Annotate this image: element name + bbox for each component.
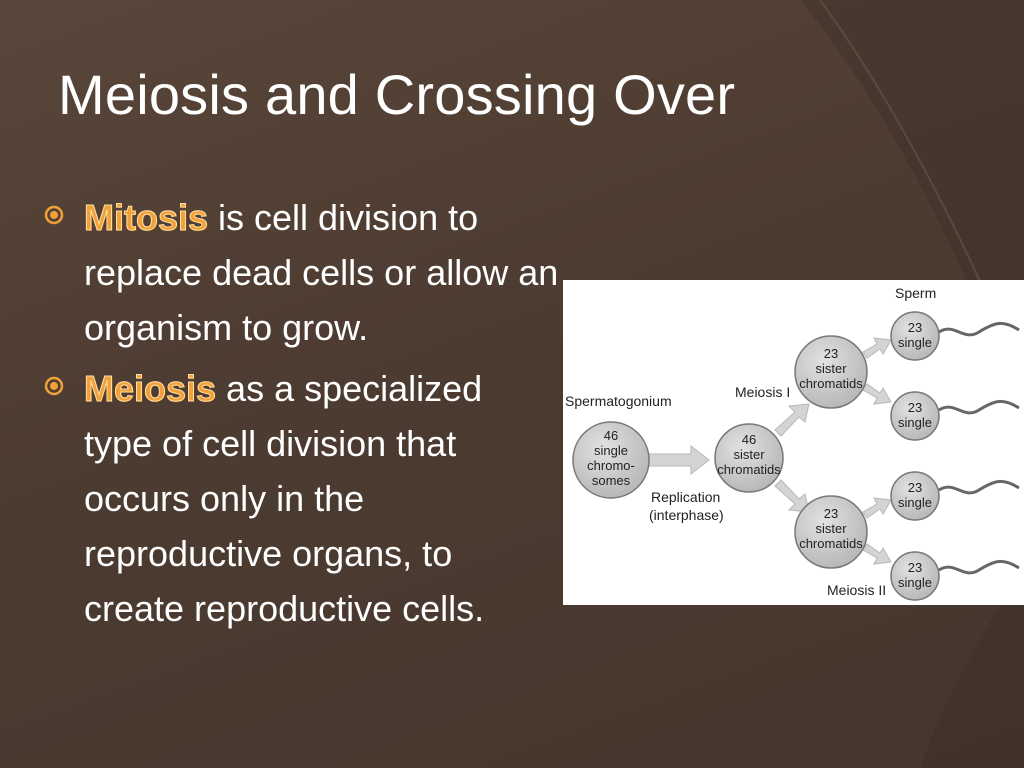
arrow-meiosis2-3	[862, 497, 892, 519]
bullet-mitosis: Mitosis is cell division to replace dead…	[40, 190, 560, 355]
cell-text: chromatids	[717, 462, 781, 477]
cell-text: 23	[908, 480, 922, 495]
arrow-meiosis2-2	[862, 383, 892, 405]
label-meiosis-1: Meiosis I	[735, 384, 790, 400]
bullet-text-meiosis: as a specialized type of cell division t…	[84, 368, 485, 629]
spermatogenesis-diagram: 46 single chromo- somes 46 sister chroma…	[563, 280, 1024, 605]
cell-text: chromatids	[799, 536, 863, 551]
cell-text: 23	[824, 506, 838, 521]
diagram-svg: 46 single chromo- somes 46 sister chroma…	[565, 285, 1020, 601]
arrow-meiosis2-1	[862, 337, 892, 359]
sperm-cell-3: 23 single	[890, 471, 1020, 521]
cell-text: single	[898, 495, 932, 510]
slide-title: Meiosis and Crossing Over	[58, 63, 736, 126]
cell-text: somes	[592, 473, 631, 488]
label-meiosis-2: Meiosis II	[827, 582, 886, 598]
label-interphase: (interphase)	[649, 507, 724, 523]
cell-secondary-bottom: 23 sister chromatids	[794, 495, 868, 569]
circle-bullet-icon	[44, 205, 64, 225]
cell-text: single	[594, 443, 628, 458]
cell-text: 23	[824, 346, 838, 361]
sperm-cell-1: 23 single	[890, 311, 1020, 361]
cell-text: 23	[908, 400, 922, 415]
bullet-text-mitosis: is cell division to replace dead cells o…	[84, 197, 559, 348]
arrow-meiosis1-down	[774, 479, 810, 513]
label-replication: Replication	[651, 489, 720, 505]
arrow-meiosis1-up	[774, 403, 810, 437]
keyword-meiosis: Meiosis	[83, 368, 217, 410]
cell-text: 46	[604, 428, 618, 443]
circle-bullet-icon	[44, 376, 64, 396]
cell-text: single	[898, 575, 932, 590]
cell-spermatogonium: 46 single chromo- somes	[572, 421, 650, 499]
label-sperm: Sperm	[895, 285, 936, 301]
bullet-meiosis: Meiosis as a specialized type of cell di…	[40, 361, 560, 636]
arrow-meiosis2-4	[862, 543, 892, 565]
cell-replicated: 46 sister chromatids	[714, 423, 784, 493]
cell-text: single	[898, 335, 932, 350]
cell-text: 23	[908, 560, 922, 575]
keyword-mitosis: Mitosis	[83, 197, 209, 239]
sperm-cell-2: 23 single	[890, 391, 1020, 441]
cell-text: sister	[815, 361, 847, 376]
cell-secondary-top: 23 sister chromatids	[794, 335, 868, 409]
cell-text: chromatids	[799, 376, 863, 391]
cell-text: single	[898, 415, 932, 430]
sperm-cell-4: 23 single	[890, 551, 1020, 601]
cell-text: 23	[908, 320, 922, 335]
arrow-replication	[648, 444, 710, 476]
label-spermatogonium: Spermatogonium	[565, 393, 672, 409]
bullet-list: Mitosis is cell division to replace dead…	[40, 190, 560, 642]
cell-text: sister	[733, 447, 765, 462]
cell-text: chromo-	[587, 458, 635, 473]
cell-text: sister	[815, 521, 847, 536]
cell-text: 46	[742, 432, 756, 447]
